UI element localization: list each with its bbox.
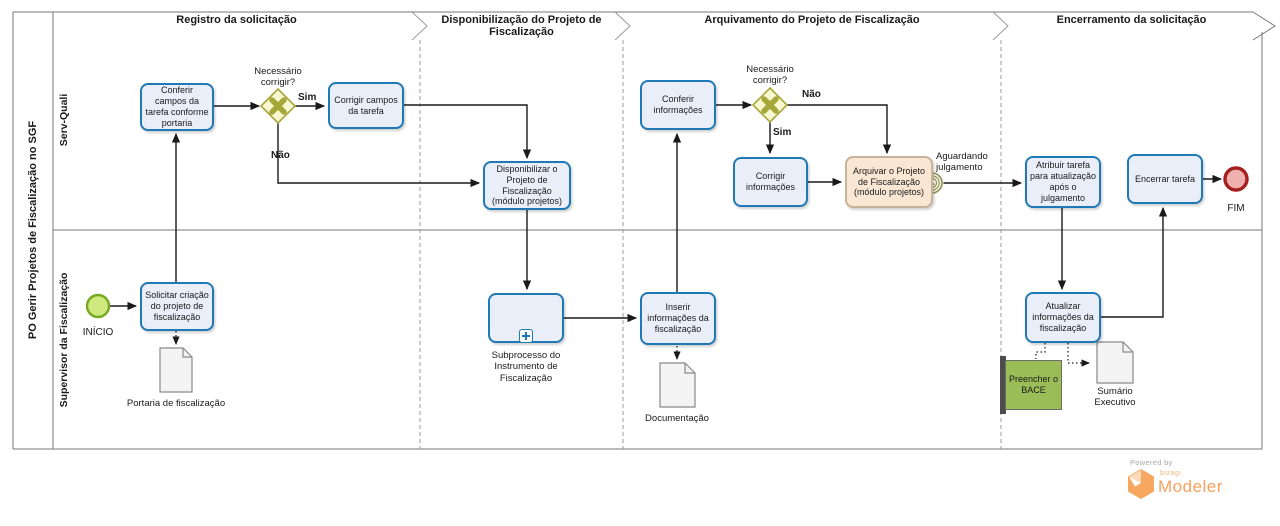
lane-title-serv-quali: Serv-Quali (58, 93, 70, 147)
phase-title-registro: Registro da solicitação (176, 14, 297, 26)
bizagi-brand-label: bizagi (1160, 470, 1182, 477)
start-event[interactable] (85, 293, 111, 319)
document-sumario-label: Sumário Executivo (1094, 386, 1136, 409)
flow-corrigircampos-disponibilizar (404, 104, 532, 160)
gateway-x-icon (761, 96, 779, 114)
gateway1-label: Necessário corrigir? (254, 66, 302, 89)
phase-title-disponibilizacao: Disponibilização do Projeto de Fiscaliza… (441, 14, 602, 38)
document-documentacao[interactable] (659, 362, 696, 408)
sequence-flows (110, 100, 1223, 323)
end-event[interactable] (1223, 166, 1249, 192)
modeler-product-label: Modeler (1158, 477, 1223, 496)
task-arquivar-projeto[interactable]: Arquivar o Projeto de Fiscalização (módu… (845, 156, 933, 208)
document-sumario-executivo[interactable] (1096, 341, 1134, 384)
task-atualizar-informacoes[interactable]: Atualizar informações da fiscalização (1025, 292, 1101, 343)
assoc-atualizar-bace (1035, 343, 1046, 359)
document-portaria-label: Portaria de fiscalização (126, 398, 226, 409)
bace-box-shadow (1000, 356, 1006, 414)
pool-title: PO Gerir Projetos de Fiscalização no SGF (27, 120, 39, 340)
task-solicitar-criacao[interactable]: Solicitar criação do projeto de fiscaliz… (140, 282, 214, 331)
phase-title-arquivamento: Arquivamento do Projeto de Fiscalização (704, 14, 920, 26)
bizagi-logo-icon (1128, 469, 1154, 499)
subprocess-plus-icon (519, 329, 533, 343)
flow-label-aguardando: Aguardando julgamento (936, 151, 988, 174)
flow-label-nao-1: Não (271, 150, 290, 161)
pool-frame (12, 11, 1276, 450)
task-corrigir-campos[interactable]: Corrigir campos da tarefa (328, 82, 404, 129)
gateway-necessario-corrigir-2[interactable] (751, 86, 789, 124)
flow-gateway1-nao (277, 123, 481, 188)
task-encerrar-tarefa[interactable]: Encerrar tarefa (1127, 154, 1203, 204)
chevron-icon (614, 11, 631, 41)
chevron-icon (992, 11, 1009, 41)
task-conferir-campos[interactable]: Conferir campos da tarefa conforme porta… (140, 83, 214, 131)
task-atribuir-tarefa[interactable]: Atribuir tarefa para atualização após o … (1025, 156, 1101, 208)
data-objects (159, 341, 1134, 408)
gateway2-label: Necessário corrigir? (746, 64, 794, 87)
task-conferir-informacoes[interactable]: Conferir informações (640, 80, 716, 130)
gateway-x-icon (269, 97, 287, 115)
end-event-label: FIM (1227, 203, 1245, 214)
flow-label-sim-1: Sim (298, 92, 317, 103)
assoc-atualizar-sumario (1067, 343, 1090, 367)
gateway-necessario-corrigir-1[interactable] (259, 87, 297, 125)
phase-separators (411, 11, 1009, 449)
chevron-icon (411, 11, 428, 41)
artifact-preencher-bace[interactable]: Preencher o BACE (1005, 360, 1062, 410)
flow-gateway2-nao (787, 104, 892, 155)
subprocess-label: Subprocesso do Instrumento de Fiscalizaç… (491, 350, 561, 384)
associations (172, 331, 1090, 367)
subprocess-instrumento[interactable] (488, 293, 564, 343)
document-portaria[interactable] (159, 347, 193, 393)
task-corrigir-informacoes[interactable]: Corrigir informações (733, 157, 808, 207)
task-inserir-informacoes[interactable]: Inserir informações da fiscalização (640, 292, 716, 345)
lane-title-supervisor: Supervisor da Fiscalização (58, 272, 70, 408)
flow-label-nao-2: Não (802, 89, 821, 100)
flow-label-sim-2: Sim (773, 127, 792, 138)
powered-by-label: Powered by (1130, 458, 1173, 467)
phase-title-encerramento: Encerramento da solicitação (1056, 14, 1207, 26)
flow-atualizar-encerrar (1101, 206, 1168, 318)
document-documentacao-label: Documentação (645, 413, 709, 424)
task-disponibilizar[interactable]: Disponibilizar o Projeto de Fiscalização… (483, 161, 571, 210)
start-event-label: INÍCIO (82, 327, 114, 338)
